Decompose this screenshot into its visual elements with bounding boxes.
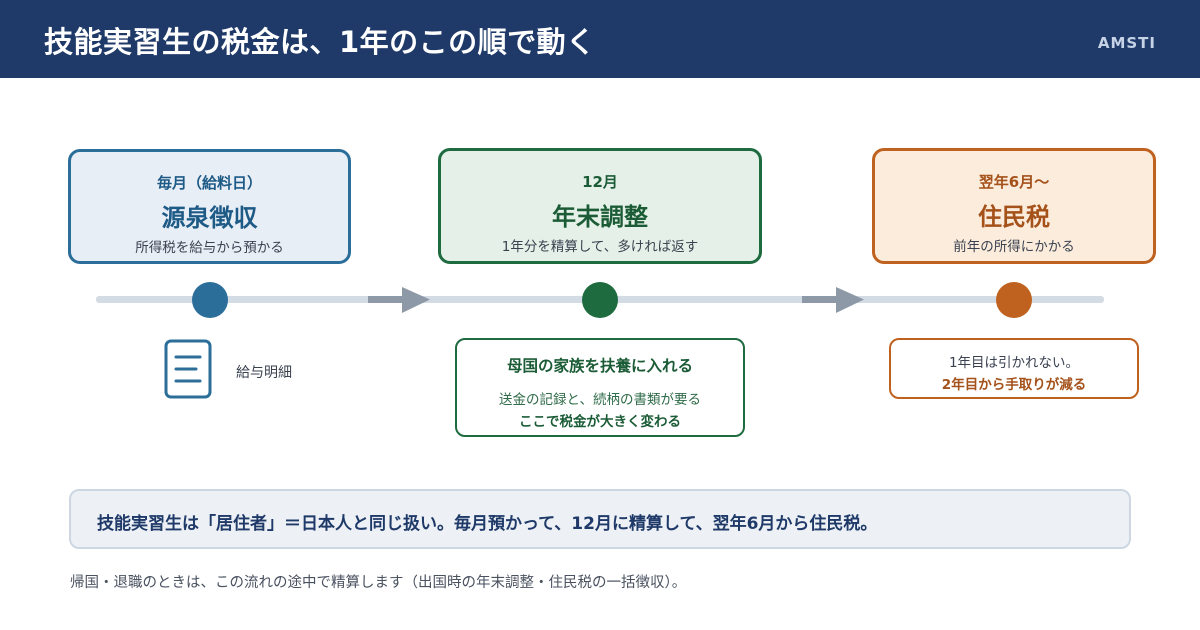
step-name: 源泉徴収 (161, 204, 258, 232)
payslip-label: 給与明細 (236, 365, 292, 381)
timeline-dot-withholding (192, 282, 228, 318)
note-emphasis: 2年目から手取りが減る (941, 377, 1087, 393)
footnote: 帰国・退職のときは、この流れの途中で精算します（出国時の年末調整・住民税の一括徴… (70, 575, 687, 591)
note-title: 母国の家族を扶養に入れる (506, 357, 693, 375)
timeline-dot-resident-tax (996, 282, 1032, 318)
year-end-note: 母国の家族を扶養に入れる 送金の記録と、続柄の書類が要る ここで税金が大きく変わ… (455, 338, 745, 437)
page-title: 技能実習生の税金は、1年のこの順で動く (44, 25, 596, 59)
step-description: 前年の所得にかかる (953, 239, 1075, 255)
resident-tax-note: 1年目は引かれない。 2年目から手取りが減る (889, 338, 1139, 399)
step-description: 1年分を精算して、多ければ返す (501, 239, 699, 255)
note-emphasis: ここで税金が大きく変わる (519, 414, 681, 430)
step-timing: 毎月（給料日） (156, 174, 262, 192)
step-card-year-end-adjustment: 12月 年末調整 1年分を精算して、多ければ返す (438, 148, 762, 264)
step-timing: 翌年6月〜 (978, 173, 1050, 191)
header-bar: 技能実習生の税金は、1年のこの順で動く AMSTI (0, 0, 1200, 78)
step-name: 住民税 (978, 203, 1050, 231)
summary-text: 技能実習生は「居住者」＝日本人と同じ扱い。毎月預かって、12月に精算して、翌年6… (97, 514, 878, 534)
note-line: 送金の記録と、続柄の書類が要る (499, 392, 701, 408)
step-description: 所得税を給与から預かる (135, 240, 284, 256)
step-timing: 12月 (582, 173, 618, 191)
summary-box: 技能実習生は「居住者」＝日本人と同じ扱い。毎月預かって、12月に精算して、翌年6… (69, 489, 1131, 549)
step-name: 年末調整 (552, 203, 648, 231)
brand-logo-text: AMSTI (1097, 34, 1156, 52)
timeline-arrow-icon (802, 287, 864, 313)
timeline-dot-year-end (582, 282, 618, 318)
note-line: 1年目は引かれない。 (948, 355, 1080, 371)
document-icon (164, 339, 212, 399)
timeline-arrow-icon (368, 287, 430, 313)
step-card-resident-tax: 翌年6月〜 住民税 前年の所得にかかる (872, 148, 1156, 264)
step-card-withholding: 毎月（給料日） 源泉徴収 所得税を給与から預かる (68, 149, 351, 264)
